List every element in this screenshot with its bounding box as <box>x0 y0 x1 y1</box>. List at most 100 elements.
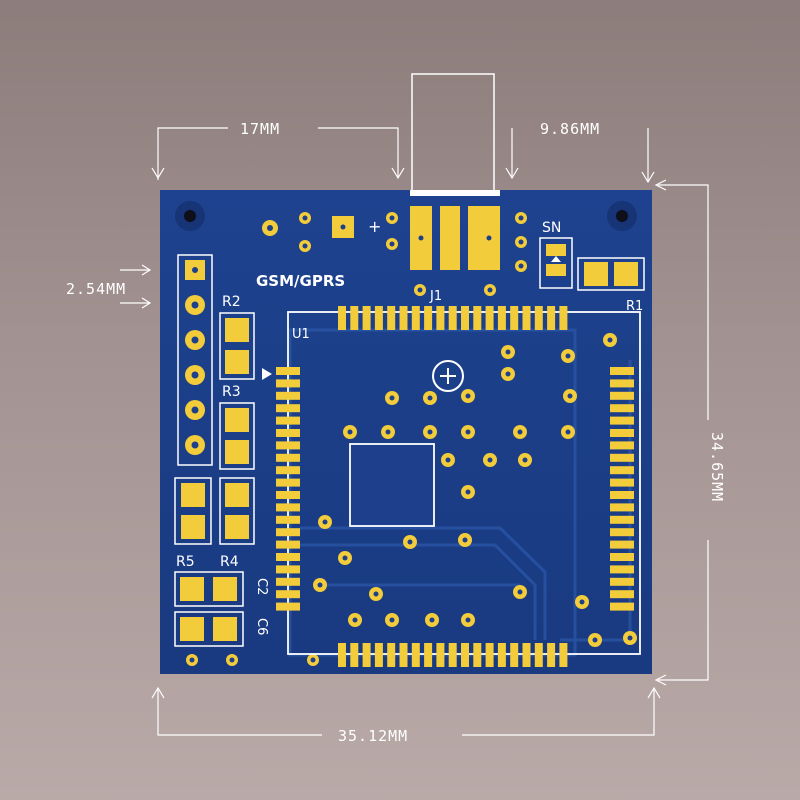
smd-pad <box>485 643 494 667</box>
smd-pad <box>411 643 420 667</box>
u1-edge-pads <box>276 306 634 667</box>
via-hole <box>427 395 433 401</box>
via-hole <box>579 599 585 605</box>
r3-label: R3 <box>222 384 241 400</box>
smd-pad <box>276 491 300 499</box>
smd-pad <box>510 306 519 330</box>
smd-pad <box>276 416 300 425</box>
via-hole <box>317 582 323 588</box>
via-hole <box>522 457 528 463</box>
smd-pad <box>610 528 634 537</box>
smd-pad <box>522 643 531 667</box>
vias <box>313 333 637 647</box>
smd-pad <box>610 515 634 524</box>
smd-pad <box>610 379 634 388</box>
board-title: GSM/GPRS <box>256 272 345 290</box>
c2-label: C2 <box>254 578 269 595</box>
via-hole <box>347 429 353 435</box>
smd-pad <box>276 379 300 388</box>
smd-pad <box>610 553 634 561</box>
via-hole <box>567 393 573 399</box>
smd-pad <box>424 306 433 330</box>
smd-pad <box>436 643 445 667</box>
width-dimension-label: 35.12MM <box>338 727 408 745</box>
via-hole <box>342 555 348 561</box>
sn-label: SN <box>542 220 561 236</box>
smd-pad <box>547 643 556 667</box>
pitch-dimension-label: 2.54MM <box>66 280 126 298</box>
smd-pad <box>276 540 300 549</box>
via-hole <box>389 617 395 623</box>
smd-pad <box>350 643 359 667</box>
smd-pad <box>610 453 634 462</box>
smd-pad <box>461 306 469 330</box>
smd-pad <box>276 515 300 524</box>
smd-pad <box>610 367 634 375</box>
smd-pad <box>276 404 300 413</box>
j1-connector <box>410 73 500 270</box>
via-hole <box>373 591 379 597</box>
smd-pad <box>610 590 634 599</box>
smd-pad <box>522 306 531 330</box>
dimension-lines <box>120 127 709 736</box>
smd-pad <box>610 503 634 512</box>
smd-pad <box>374 643 383 667</box>
u1-label: U1 <box>292 327 310 342</box>
r1-resistor <box>577 257 645 291</box>
mounting-holes <box>175 201 637 231</box>
via-hole <box>517 429 523 435</box>
smd-pad <box>461 643 469 667</box>
via-hole <box>517 589 523 595</box>
via-hole <box>592 637 598 643</box>
via-hole <box>427 429 433 435</box>
smd-pad <box>276 565 300 574</box>
polarity-plus: + <box>368 217 381 236</box>
pin-header <box>177 254 213 466</box>
smd-pad <box>424 643 433 667</box>
smd-pad <box>362 643 371 667</box>
smd-pad <box>610 540 634 549</box>
left-passives <box>174 312 319 666</box>
smd-pad <box>276 503 300 512</box>
via-hole <box>462 537 468 543</box>
smd-pad <box>399 306 408 330</box>
via-hole <box>465 393 471 399</box>
smd-pad <box>276 441 300 450</box>
smd-pad <box>338 306 346 330</box>
via-hole <box>627 635 633 641</box>
via-hole <box>389 395 395 401</box>
smd-pad <box>411 306 420 330</box>
smd-pad <box>473 306 482 330</box>
smd-pad <box>610 577 634 586</box>
smd-pad <box>387 306 396 330</box>
smd-pad <box>276 590 300 599</box>
smd-pad <box>399 643 408 667</box>
smd-pad <box>473 643 482 667</box>
smd-pad <box>534 306 543 330</box>
smd-pad <box>374 306 383 330</box>
top-pads <box>262 212 527 296</box>
smd-pad <box>276 478 300 487</box>
smd-pad <box>559 306 568 330</box>
via-hole <box>322 519 328 525</box>
smd-pad <box>436 306 445 330</box>
via-hole <box>565 429 571 435</box>
j1-label: J1 <box>429 289 442 304</box>
c6-label: C6 <box>254 618 269 635</box>
smd-pad <box>276 602 300 611</box>
r1-label: R1 <box>626 299 643 314</box>
smd-pad <box>610 404 634 413</box>
via-hole <box>445 457 451 463</box>
smd-pad <box>610 466 634 475</box>
smd-pad <box>276 367 300 375</box>
smd-pad <box>610 478 634 487</box>
sn-switch <box>539 237 573 289</box>
smd-pad <box>547 306 556 330</box>
r4-label: R4 <box>220 554 239 570</box>
smd-pad <box>276 528 300 537</box>
smd-pad <box>338 643 346 667</box>
smd-pad <box>610 441 634 450</box>
via-hole <box>429 617 435 623</box>
smd-pad <box>610 391 634 400</box>
